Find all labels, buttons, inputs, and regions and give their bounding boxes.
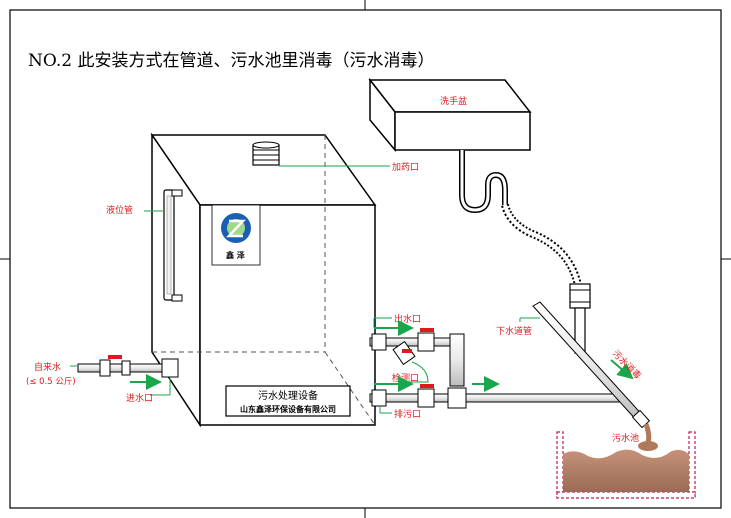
dosing-port-cap: 加药口 <box>252 141 419 173</box>
outlet-label: 出水口 <box>394 313 421 325</box>
drain-pipe: 排污口 <box>369 376 623 420</box>
treatment-tank <box>150 132 377 428</box>
sewer-downpipe: 下水道管 污水消毒 <box>496 301 652 450</box>
outlet-pipe: 出水口 检测口 <box>369 313 465 387</box>
dosing-port-label: 加药口 <box>392 162 419 173</box>
nameplate: 污水处理设备 山东鑫泽环保设备有限公司 <box>225 385 351 417</box>
tap-pressure-label: (≤ 0.5 公斤) <box>26 376 76 387</box>
device-name: 污水处理设备 <box>258 389 318 402</box>
outlet-valve-handle <box>420 328 434 332</box>
tap-water-label: 自来水 <box>34 361 61 373</box>
brand-logo: 鑫 泽 <box>211 204 261 266</box>
inlet-pipe: 自来水 (≤ 0.5 公斤) 进水口 <box>26 355 179 404</box>
test-port-label: 检测口 <box>392 372 419 384</box>
sewage-pool: 污水池 <box>556 431 696 499</box>
sewage-pool-label: 污水池 <box>612 432 639 444</box>
test-valve-handle <box>402 349 412 353</box>
device-maker: 山东鑫泽环保设备有限公司 <box>240 404 336 414</box>
inlet-valve-handle <box>108 355 122 359</box>
sink-label: 洗手盆 <box>440 95 467 107</box>
page-title: NO.2 此安装方式在管道、污水池里消毒（污水消毒） <box>28 51 434 71</box>
logo-text: 鑫 泽 <box>225 250 245 260</box>
level-tube: 液位管 <box>106 189 183 302</box>
wash-basin: 洗手盆 <box>368 77 591 354</box>
downpipe-flow-arrow <box>610 359 634 380</box>
downpipe-label: 下水道管 <box>496 325 532 337</box>
level-tube-label: 液位管 <box>106 204 133 216</box>
drain-label: 排污口 <box>394 408 421 420</box>
inlet-label: 进水口 <box>126 392 153 404</box>
drain-valve-handle <box>420 384 434 388</box>
